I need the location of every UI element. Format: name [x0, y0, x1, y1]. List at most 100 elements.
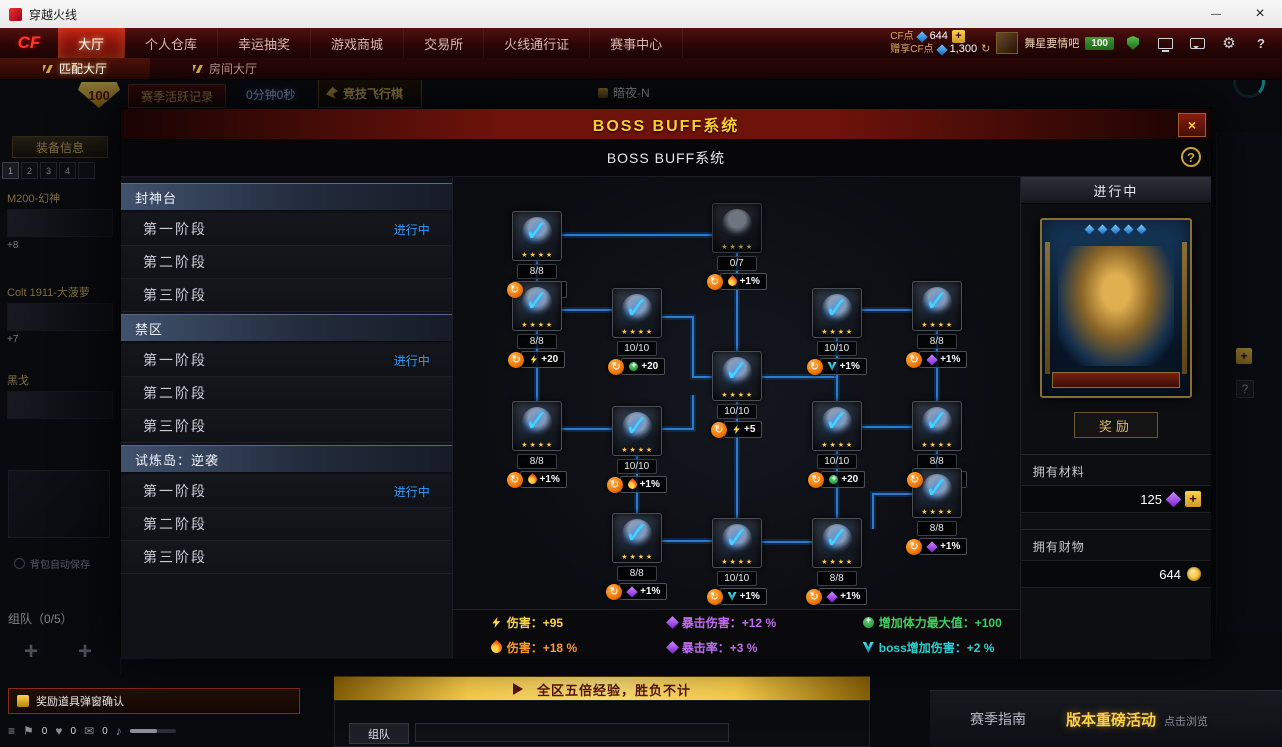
heart-icon[interactable] — [55, 724, 62, 738]
skill-node-f[interactable]: 8/8+1% — [897, 281, 977, 368]
skill-node-b[interactable]: 0/7+1% — [697, 203, 777, 290]
minimize-button[interactable] — [1194, 1, 1238, 28]
upgrade-icon[interactable] — [508, 351, 525, 368]
sidebar-stage[interactable]: 第二阶段 — [121, 508, 452, 541]
upgrade-icon[interactable] — [711, 421, 728, 438]
sidebar-stage[interactable]: 第二阶段 — [121, 246, 452, 279]
reward-button[interactable]: 奖励 — [1073, 412, 1158, 438]
skill-node-o[interactable]: 8/8+1% — [797, 518, 877, 605]
screen-icon[interactable] — [1152, 33, 1178, 53]
upgrade-icon[interactable] — [706, 588, 723, 605]
wealth-section: 拥有财物 644 — [1020, 529, 1211, 588]
sound-icon[interactable] — [116, 724, 122, 738]
weapon-secondary[interactable]: Colt 1911-大菠萝 +7 — [7, 284, 113, 345]
upgrade-icon[interactable] — [506, 281, 523, 298]
add-teammate-button[interactable]: + — [24, 638, 39, 665]
upgrade-icon[interactable] — [608, 358, 625, 375]
add-cf-points-button[interactable]: + — [951, 30, 965, 43]
nav-tab[interactable]: 个人仓库 — [125, 28, 219, 58]
subnav-tab[interactable]: 匹配大厅 — [0, 58, 150, 79]
nav-tab[interactable]: 幸运抽奖 — [218, 28, 312, 58]
nav-tab[interactable]: 火线通行证 — [484, 28, 591, 58]
skill-node-j[interactable]: 10/10+20 — [797, 401, 877, 488]
equipment-info-tab[interactable]: 装备信息 — [12, 136, 108, 158]
volume-slider[interactable] — [129, 729, 176, 733]
message-icon[interactable] — [84, 724, 94, 738]
weapon-name: 黑戈 — [7, 375, 29, 387]
equip-slot-2[interactable]: 2 — [21, 162, 38, 179]
upgrade-icon[interactable] — [606, 476, 623, 493]
node-buff-chip: +1% — [906, 351, 968, 368]
node-buff-chip: +1% — [706, 273, 767, 290]
boss-card[interactable] — [1039, 218, 1192, 398]
sidebar-stage[interactable]: 第三阶段 — [121, 279, 452, 312]
skill-node-e[interactable]: 10/10+1% — [797, 288, 877, 375]
reward-confirm-box[interactable]: 奖励道具弹窗确认 — [8, 688, 300, 714]
upgrade-icon[interactable] — [606, 583, 623, 600]
item-thumbnail[interactable] — [8, 470, 110, 538]
season-activity-button[interactable]: 赛季活跃记录 — [128, 84, 227, 108]
player-avatar[interactable] — [996, 32, 1019, 54]
side-add-button[interactable]: + — [1236, 348, 1252, 364]
security-shield-icon[interactable] — [1120, 33, 1146, 53]
equip-slot-1[interactable]: 1 — [2, 162, 19, 179]
settings-gear-icon[interactable] — [1216, 33, 1242, 53]
sidebar-stage[interactable]: 第一阶段进行中 — [121, 213, 452, 246]
upgrade-icon[interactable] — [906, 471, 923, 488]
chat-tab-team[interactable]: 组队 — [349, 723, 409, 744]
skill-node-c[interactable]: 8/8+20 — [497, 281, 577, 368]
node-progress: 10/10 — [616, 459, 657, 474]
help-icon[interactable] — [1248, 33, 1274, 53]
nav-tab[interactable]: 大厅 — [58, 28, 126, 58]
upgrade-icon[interactable] — [706, 273, 723, 290]
sidebar-stage[interactable]: 第二阶段 — [121, 377, 452, 410]
diamond-icon — [665, 616, 679, 629]
nav-tab[interactable]: 游戏商城 — [311, 28, 405, 58]
version-event-button[interactable]: 版本重磅活动 点击浏览 — [1066, 709, 1208, 730]
nav-tab[interactable]: 交易所 — [404, 28, 485, 58]
chat-icon[interactable] — [1184, 33, 1210, 53]
event-banner[interactable]: 竞技飞行棋 — [318, 78, 422, 108]
skill-node-g[interactable]: 10/10+5 — [697, 351, 777, 438]
refresh-points-icon[interactable] — [981, 43, 990, 56]
weapon-primary[interactable]: M200-幻神 +8 — [7, 190, 113, 251]
upgrade-icon[interactable] — [806, 588, 823, 605]
equip-slot-extra[interactable] — [78, 162, 95, 179]
equip-slot-3[interactable]: 3 — [40, 162, 57, 179]
cf-point-icon — [915, 30, 928, 43]
equip-slot-4[interactable]: 4 — [59, 162, 76, 179]
season-guide-button[interactable]: 赛季指南 — [970, 711, 1026, 727]
skill-node-n[interactable]: 10/10+1% — [697, 518, 777, 605]
upgrade-icon[interactable] — [808, 471, 825, 488]
add-materials-button[interactable]: + — [1185, 491, 1201, 507]
stars-icon — [913, 501, 961, 519]
close-window-button[interactable] — [1238, 1, 1282, 28]
weapon-melee[interactable]: 黑戈 — [7, 372, 113, 422]
sidebar-stage[interactable]: 第三阶段 — [121, 541, 452, 574]
skill-node-d[interactable]: 10/10+20 — [597, 288, 677, 375]
modal-help-icon[interactable] — [1181, 147, 1201, 167]
nav-tab[interactable]: 赛事中心 — [590, 28, 684, 58]
add-teammate-button[interactable]: + — [78, 638, 93, 665]
upgrade-icon[interactable] — [506, 471, 523, 488]
node-progress: 8/8 — [516, 334, 557, 349]
subnav-tab[interactable]: 房间大厅 — [150, 58, 300, 79]
upgrade-icon[interactable] — [906, 538, 923, 555]
autosave-checkbox[interactable]: 背包自动保存 — [14, 556, 90, 571]
side-help-button[interactable]: ? — [1236, 380, 1254, 398]
sidebar-stage[interactable]: 第一阶段进行中 — [121, 475, 452, 508]
upgrade-icon[interactable] — [806, 358, 823, 375]
fire-icon — [725, 275, 739, 288]
modal-close-button[interactable] — [1178, 113, 1206, 137]
skill-node-m[interactable]: 8/8+1% — [597, 513, 677, 600]
diamond-icon — [826, 590, 838, 603]
skill-node-h[interactable]: 8/8+1% — [497, 401, 577, 488]
chat-input[interactable] — [415, 723, 729, 742]
sidebar-stage[interactable]: 第三阶段 — [121, 410, 452, 443]
list-icon[interactable] — [8, 724, 15, 738]
upgrade-icon[interactable] — [906, 351, 923, 368]
skill-node-i[interactable]: 10/10+1% — [597, 406, 677, 493]
flag-icon[interactable] — [23, 724, 34, 738]
sidebar-stage[interactable]: 第一阶段进行中 — [121, 344, 452, 377]
buff-value: +20 — [541, 354, 559, 365]
